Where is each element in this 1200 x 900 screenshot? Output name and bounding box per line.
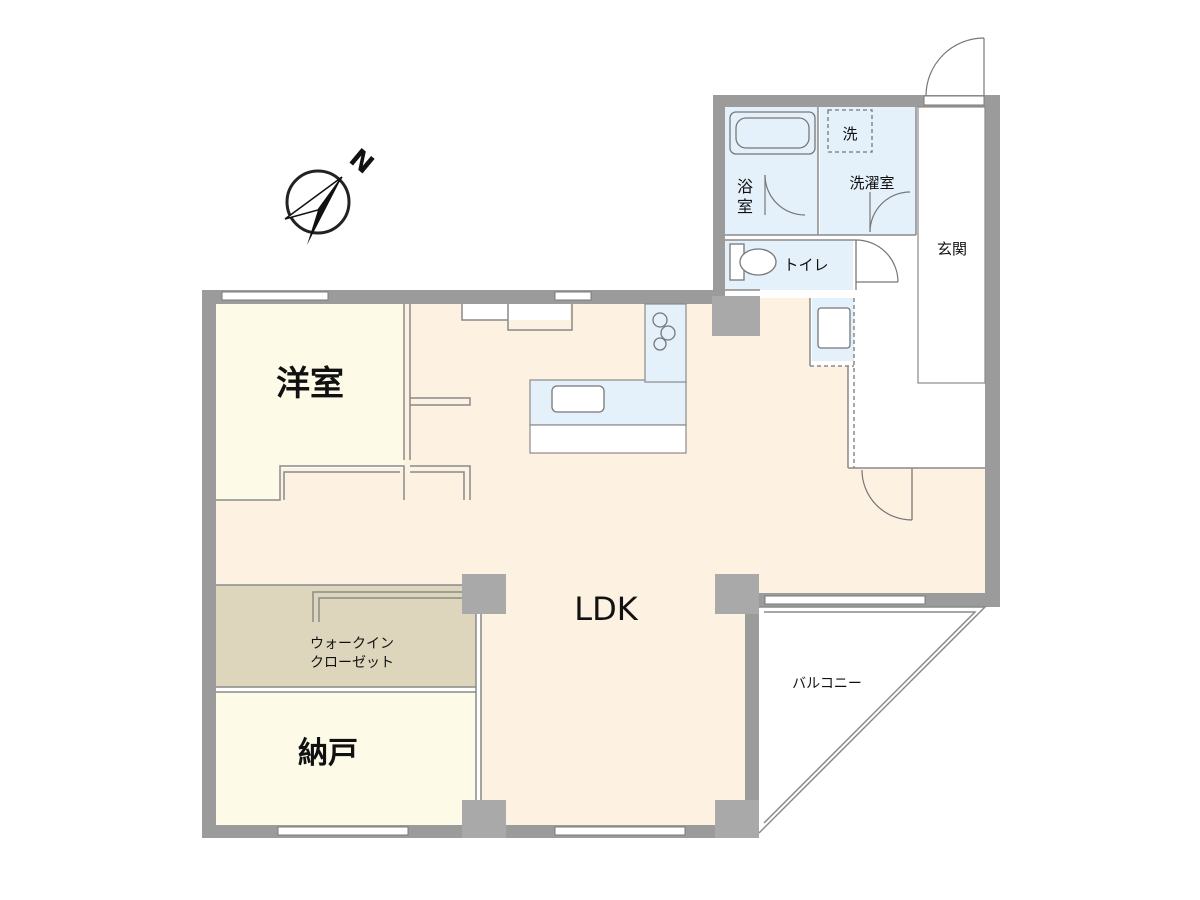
compass: N	[284, 143, 379, 245]
balcony-label: バルコニー	[792, 676, 862, 692]
walk-in-closet-label-line2: クローゼット	[310, 655, 394, 671]
walk-in-closet-floor	[216, 585, 476, 687]
toilet-label: トイレ	[783, 256, 828, 274]
western-room-label: 洋室	[276, 364, 344, 404]
walk-in-closet-label-line1: ウォークイン	[310, 636, 394, 652]
room-fills	[216, 106, 986, 825]
columns	[462, 296, 760, 838]
bathroom-label-line1: 浴	[737, 177, 753, 196]
kitchen-bar	[529, 424, 687, 454]
balcony	[758, 606, 987, 834]
partitions	[216, 107, 985, 825]
bathtub	[729, 111, 816, 155]
kitchen-stove-area	[644, 303, 687, 383]
storage-floor	[216, 692, 476, 825]
ldk-floor	[216, 298, 985, 825]
compass-north-label: N	[343, 143, 379, 180]
room-labels: 洋室 LDK ウォークイン クローゼット 納戸 浴 室 洗 洗濯室 トイレ 玄関…	[276, 125, 967, 771]
laundry-floor	[820, 107, 916, 235]
kitchen-sink	[551, 385, 605, 413]
storage-label: 納戸	[298, 736, 358, 771]
fixtures	[551, 109, 873, 413]
bathroom-label-line2: 室	[737, 197, 753, 216]
entrance-label: 玄関	[937, 240, 967, 258]
washbasin	[817, 307, 851, 349]
windows	[221, 95, 985, 836]
washer-label: 洗	[842, 125, 857, 143]
ldk-label: LDK	[574, 590, 638, 628]
laundry-room-label: 洗濯室	[849, 174, 894, 192]
western-room-floor	[216, 304, 404, 500]
bathroom-floor	[725, 107, 818, 235]
doors	[764, 37, 985, 521]
entrance-floor	[917, 106, 986, 384]
washer-space	[827, 109, 873, 153]
